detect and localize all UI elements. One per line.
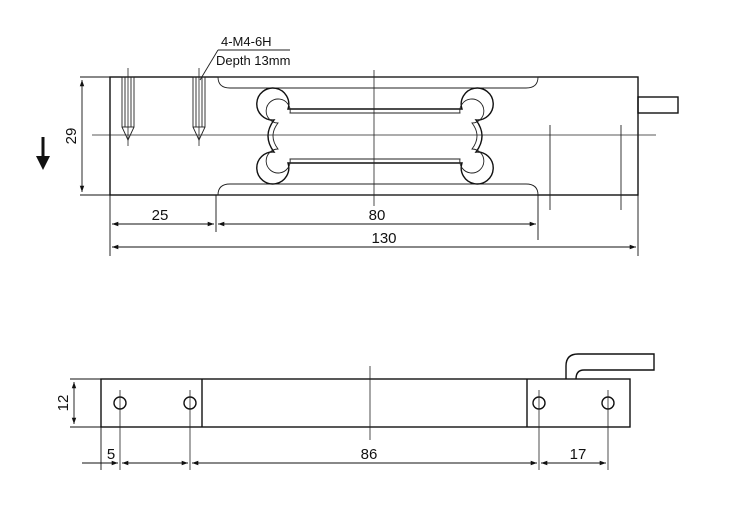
bottom-view: 12 5 86 17 <box>55 353 655 470</box>
cable-hook <box>565 353 655 380</box>
cable-stub <box>637 96 679 114</box>
dim-label-5: 5 <box>107 446 115 463</box>
gauge-area-top <box>217 76 539 89</box>
binocular-cutout <box>256 87 494 185</box>
top-view: 4-M4-6H Depth 13mm 29 25 <box>36 34 679 256</box>
thread-depth-label: Depth 13mm <box>216 53 290 68</box>
dim-label-130: 130 <box>371 230 396 247</box>
dim-label-17: 17 <box>570 446 587 463</box>
force-arrow-icon <box>36 137 50 170</box>
threaded-hole-right <box>192 68 206 146</box>
dim-label-12: 12 <box>55 395 72 412</box>
gauge-area-bottom <box>217 183 539 196</box>
dim-label-29: 29 <box>63 128 80 145</box>
thread-note-leader <box>199 49 219 81</box>
binocular-cutout-inner <box>265 98 485 174</box>
threaded-hole-left <box>121 68 135 146</box>
bottom-view-body <box>100 378 631 428</box>
dim-label-25: 25 <box>152 207 169 224</box>
dim-label-80: 80 <box>369 207 386 224</box>
dim-label-86: 86 <box>361 446 378 463</box>
thread-spec-label: 4-M4-6H <box>221 34 272 49</box>
